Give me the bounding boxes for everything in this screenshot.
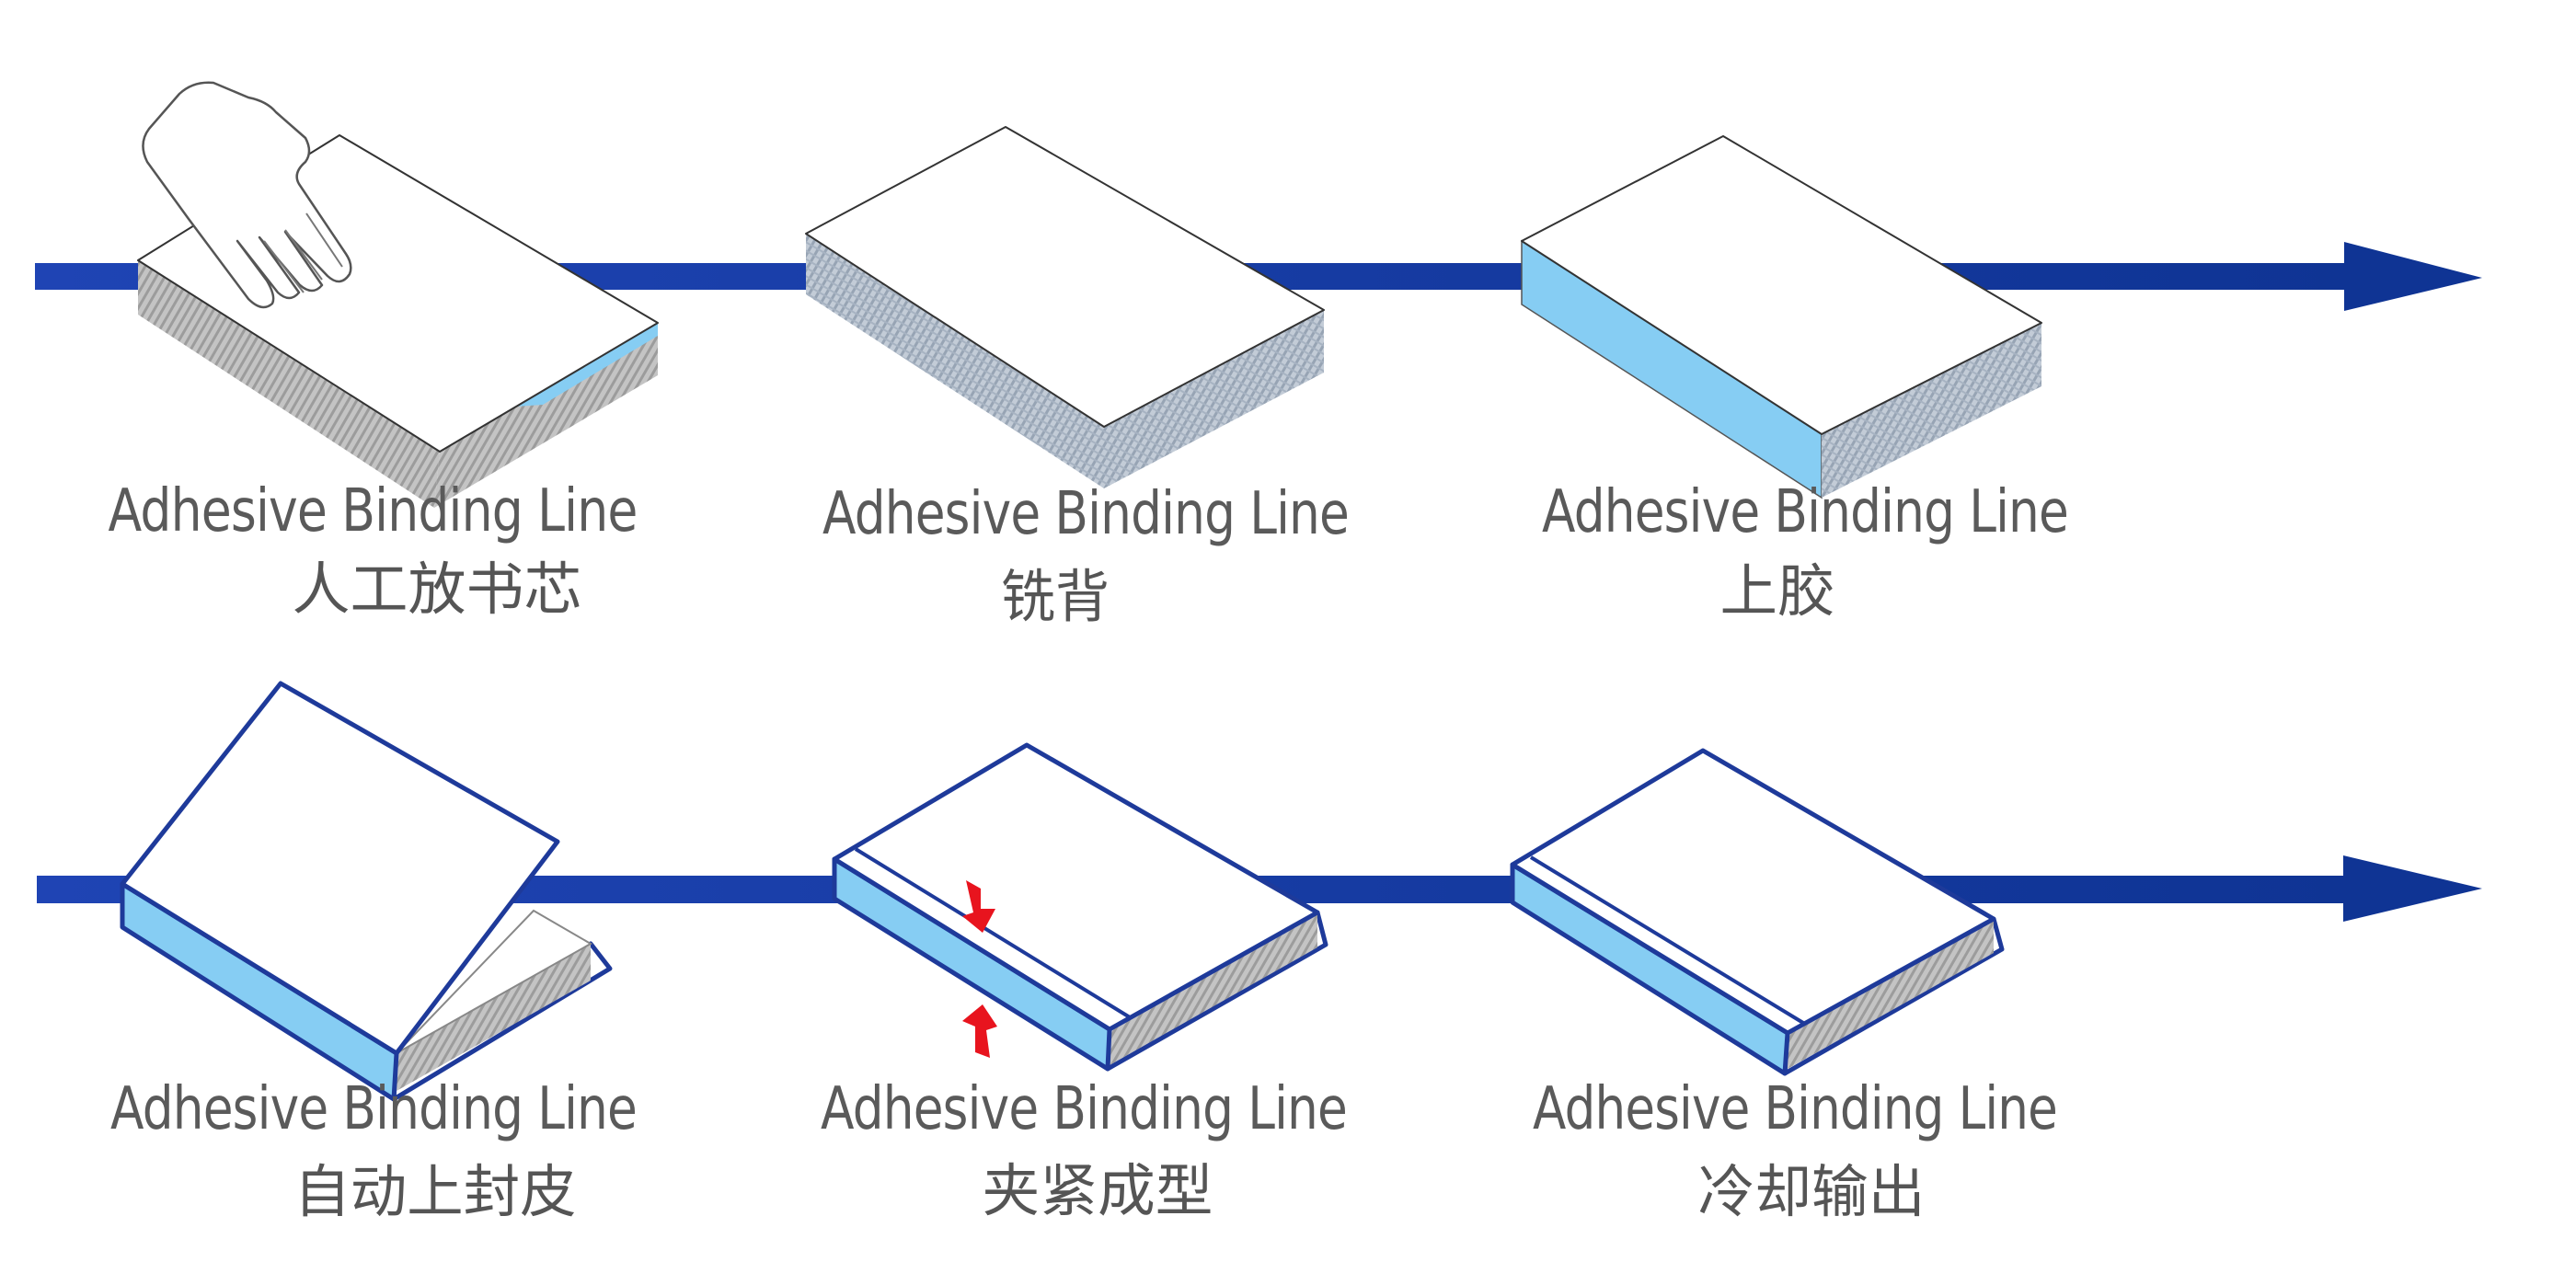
pages-top xyxy=(396,909,593,1054)
arrow-head-icon xyxy=(2343,855,2482,922)
step-1-illustration xyxy=(137,81,659,508)
step-2-illustration xyxy=(805,126,1325,488)
step-6-label: Adhesive Binding Line 冷却输出 xyxy=(1533,1075,2058,1225)
hand-icon xyxy=(142,81,352,309)
book-side-right xyxy=(1110,912,1317,1065)
finger-crease xyxy=(284,229,323,281)
book-side-right xyxy=(397,944,591,1091)
front-cover xyxy=(120,681,560,1056)
step-4-label: Adhesive Binding Line 自动上封皮 xyxy=(110,1075,638,1225)
book-side-left xyxy=(806,234,1104,488)
step-4-illustration xyxy=(120,681,613,1102)
book-side-left xyxy=(138,260,440,508)
press-arrow-up-icon xyxy=(962,1004,997,1058)
step-label-en: Adhesive Binding Line xyxy=(1533,1075,2057,1143)
step-3-label: Adhesive Binding Line 上胶 xyxy=(1542,478,2069,625)
book-side-right xyxy=(1104,310,1324,488)
hand-outline xyxy=(142,81,352,309)
book-top-face xyxy=(1510,748,1996,1036)
hinge-groove xyxy=(854,847,1132,1019)
arrow-head-icon xyxy=(2344,242,2482,311)
step-label-en: Adhesive Binding Line xyxy=(822,480,1349,548)
book-side-right xyxy=(1788,919,1994,1069)
step-label-zh: 人工放书芯 xyxy=(293,556,582,623)
step-5-label: Adhesive Binding Line 夹紧成型 xyxy=(821,1075,1348,1224)
finger-crease xyxy=(263,240,305,293)
book-top-face xyxy=(805,126,1325,428)
book-top-face xyxy=(832,742,1320,1032)
step-2-label: Adhesive Binding Line 铣背 xyxy=(822,480,1350,630)
step-6-illustration xyxy=(1510,748,2005,1076)
step-label-en: Adhesive Binding Line xyxy=(109,477,638,545)
press-arrow-down-icon xyxy=(962,880,995,933)
step-1-label: Adhesive Binding Line 人工放书芯 xyxy=(109,477,638,623)
step-5-illustration xyxy=(832,742,1328,1072)
step-label-zh: 冷却输出 xyxy=(1698,1158,1926,1225)
book-top-face xyxy=(1521,135,2042,435)
step-label-zh: 铣背 xyxy=(1001,563,1110,630)
step-label-zh: 夹紧成型 xyxy=(983,1157,1213,1224)
finger-crease xyxy=(305,212,343,268)
step-label-en: Adhesive Binding Line xyxy=(1542,478,2068,546)
step-label-en: Adhesive Binding Line xyxy=(821,1075,1347,1143)
step-label-zh: 自动上封皮 xyxy=(294,1158,577,1225)
step-label-en: Adhesive Binding Line xyxy=(110,1075,637,1143)
step-label-zh: 上胶 xyxy=(1720,557,1835,625)
book-side-right xyxy=(1822,323,2041,498)
hinge-groove xyxy=(1529,855,1805,1025)
step-3-illustration xyxy=(1521,135,2042,499)
